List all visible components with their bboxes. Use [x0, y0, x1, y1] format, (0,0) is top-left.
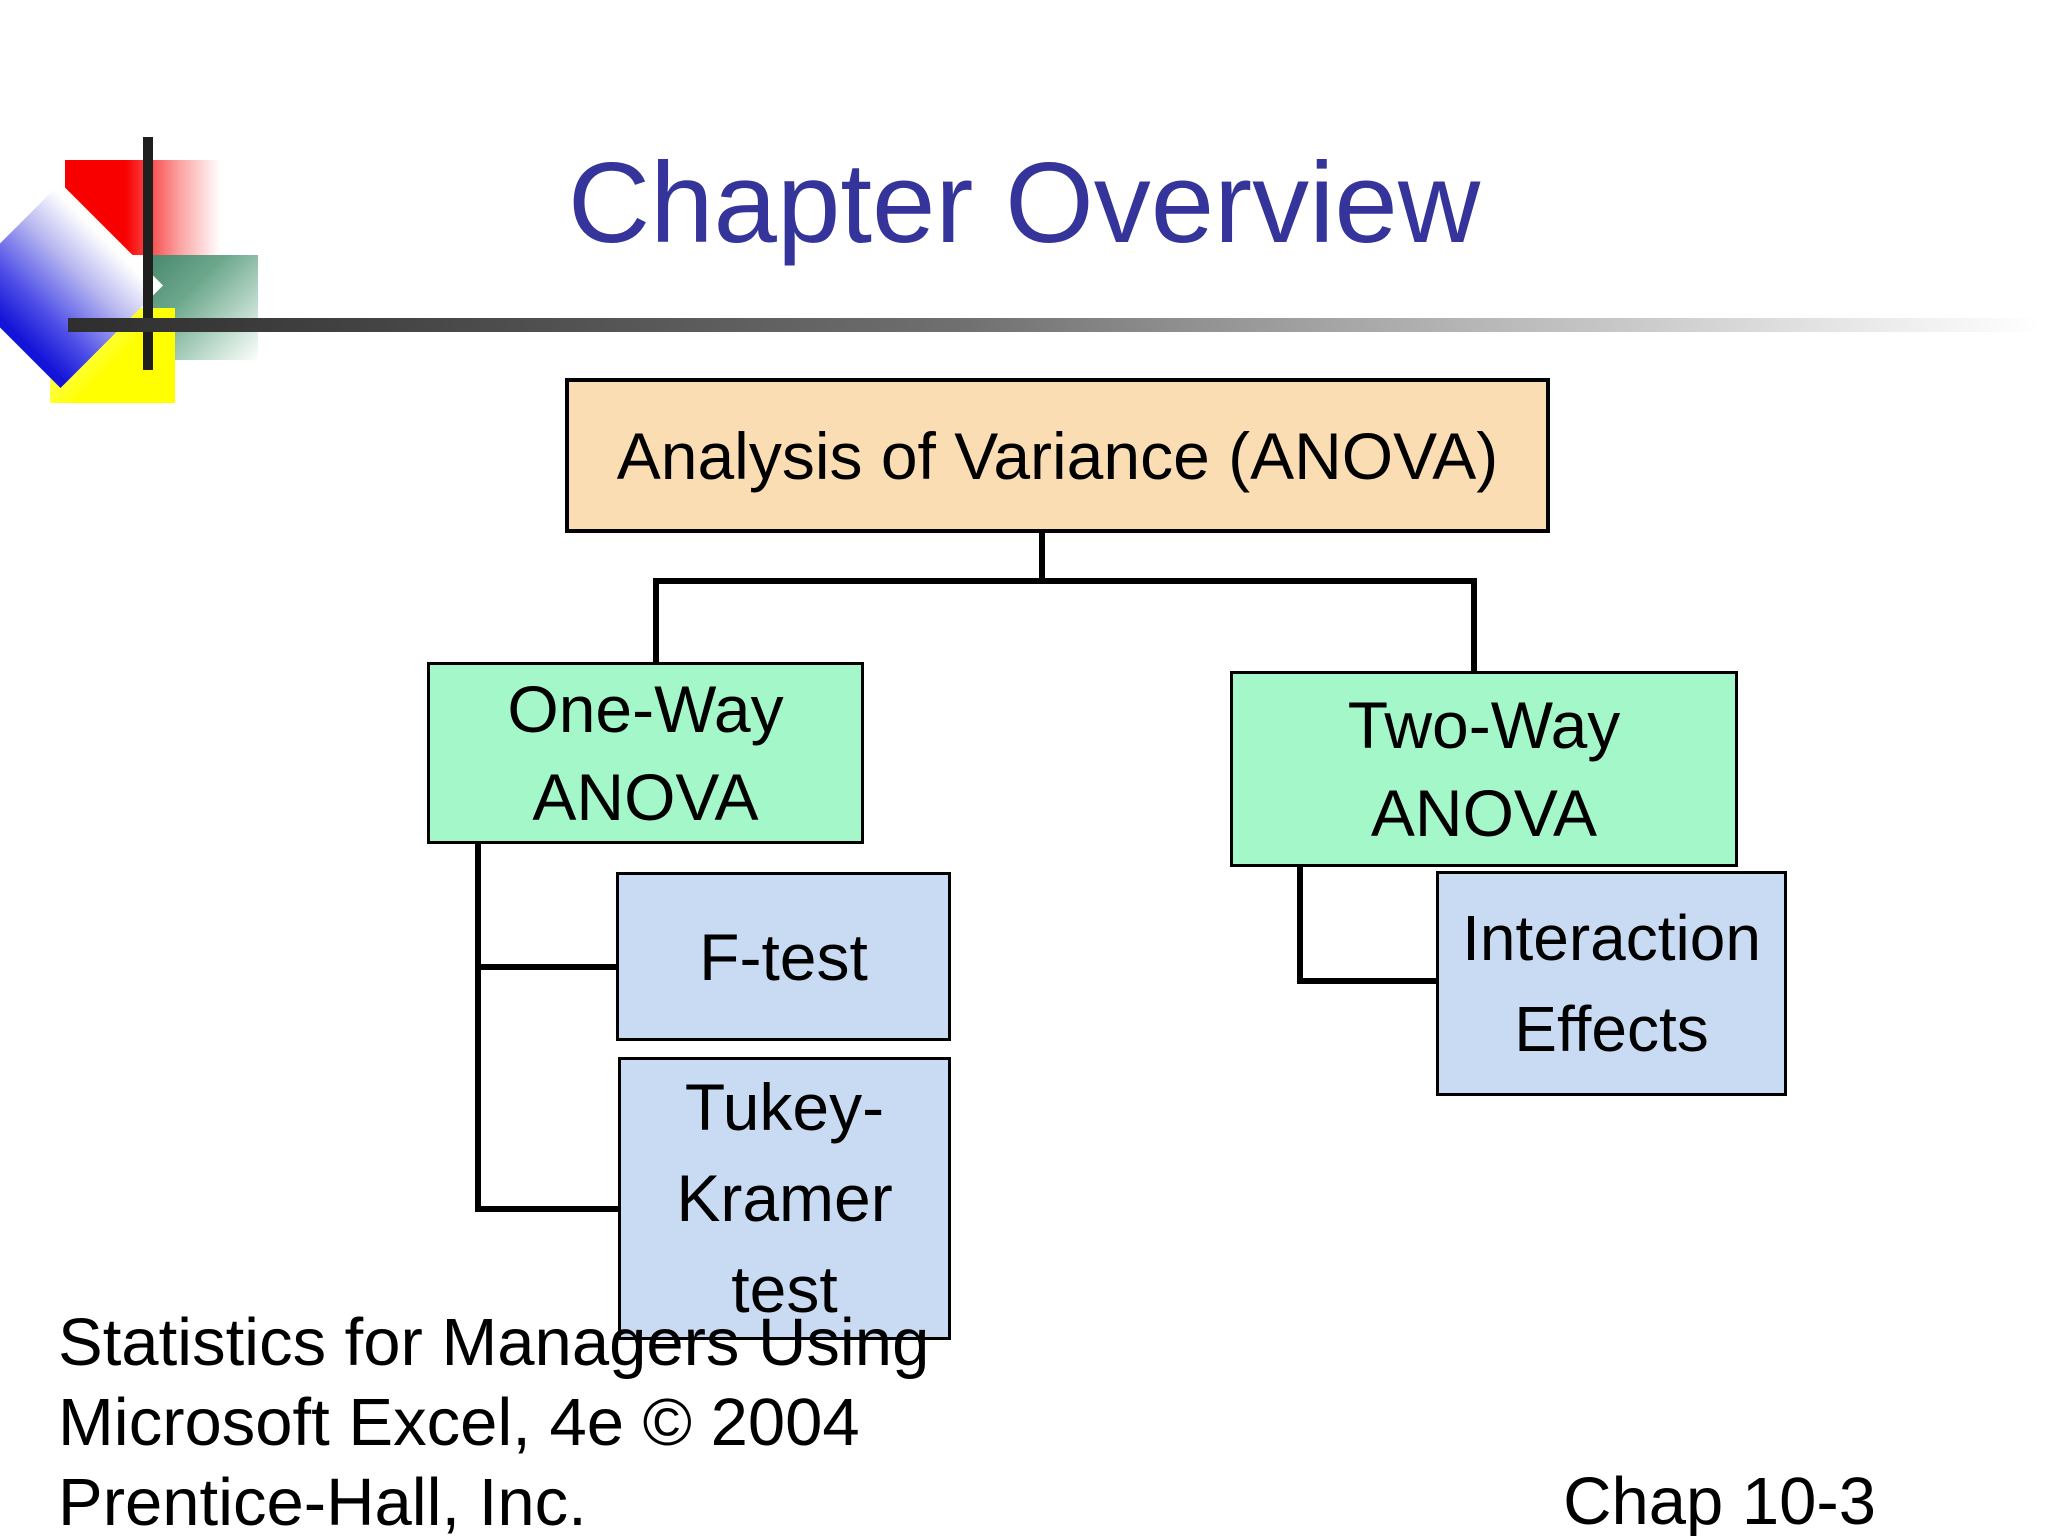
node-label-line: Effects	[1514, 992, 1709, 1065]
connector-ftest-branch	[475, 964, 618, 970]
connector-tukey-branch	[475, 1206, 620, 1212]
footer-line: Microsoft Excel, 4e © 2004	[58, 1385, 860, 1460]
footer-line: Prentice-Hall, Inc.	[58, 1465, 587, 1536]
node-two-way-anova: Two-Way ANOVA	[1230, 671, 1738, 867]
connector-root-stub	[1039, 533, 1045, 583]
node-label-line: ANOVA	[532, 760, 759, 834]
node-one-way-anova: One-Way ANOVA	[427, 662, 864, 844]
node-label-line: One-Way	[507, 672, 784, 746]
node-label-line: test	[731, 1252, 838, 1326]
connector-twoway-trunk	[1297, 865, 1303, 981]
connector-oneway-trunk	[475, 842, 481, 1212]
connector-drop-oneway	[653, 578, 659, 666]
page-title: Chapter Overview	[567, 140, 1481, 267]
page-number: Chap 10-3	[1563, 1464, 1876, 1536]
node-f-test: F-test	[616, 872, 951, 1041]
node-label-line: ANOVA	[1370, 776, 1598, 850]
footer-citation: Statistics for Managers Using Microsoft …	[58, 1303, 929, 1536]
node-label-line: Interaction	[1462, 901, 1761, 974]
node-label-line: Two-Way	[1347, 688, 1621, 762]
connector-drop-twoway	[1471, 578, 1477, 675]
title-divider-line	[68, 318, 2040, 332]
logo-vertical-line	[143, 137, 153, 370]
node-label-line: Kramer	[676, 1161, 893, 1235]
node-interaction-effects: Interaction Effects	[1436, 871, 1787, 1096]
node-tukey-kramer-test: Tukey- Kramer test	[618, 1057, 951, 1340]
node-label: Analysis of Variance (ANOVA)	[616, 418, 1499, 493]
connector-horizontal-bar	[653, 578, 1477, 584]
node-label: F-test	[699, 919, 868, 994]
node-analysis-of-variance: Analysis of Variance (ANOVA)	[565, 378, 1550, 533]
connector-interaction-branch	[1297, 978, 1438, 984]
node-label-line: Tukey-	[684, 1070, 885, 1144]
footer-line: Statistics for Managers Using	[58, 1305, 930, 1380]
